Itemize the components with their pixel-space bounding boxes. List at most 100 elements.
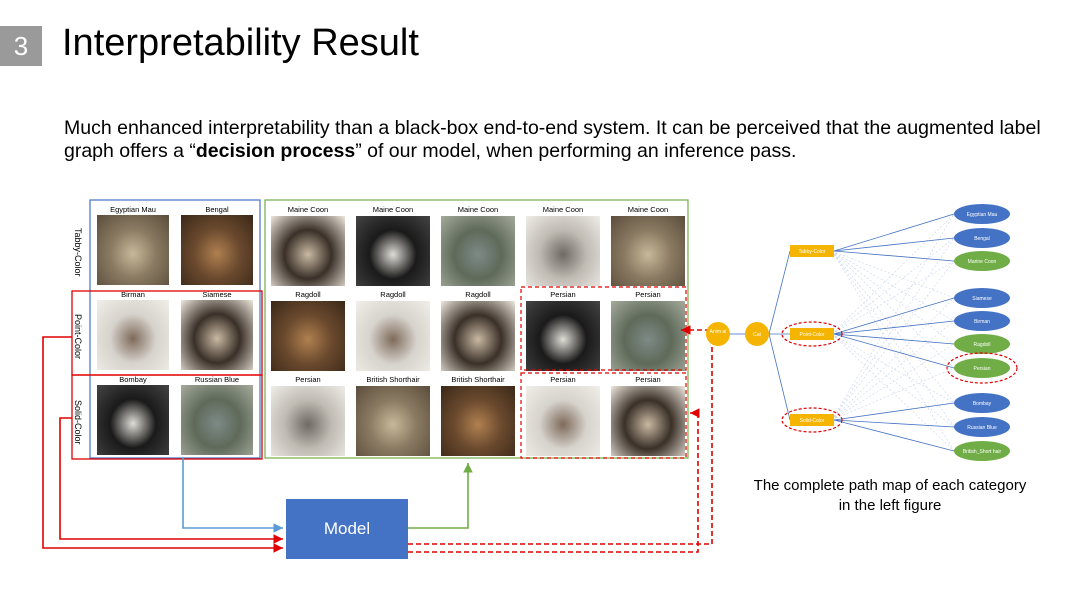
path-link xyxy=(833,250,955,262)
right-grid-cat-photo xyxy=(611,301,685,371)
body-paragraph: Much enhanced interpretability than a bl… xyxy=(64,117,1044,163)
solid-color-highlight xyxy=(71,374,263,460)
color-node-label: Solid-Color xyxy=(800,418,825,424)
right-grid-cat-photo xyxy=(271,216,345,286)
faint-path-link xyxy=(831,333,955,452)
faint-path-link xyxy=(831,250,955,345)
breed-node-label: Egyptian Mau xyxy=(967,212,998,218)
right-grid-cat-photo xyxy=(441,386,515,456)
color-node xyxy=(790,414,834,426)
caption-line-1: The complete path map of each category xyxy=(753,477,1027,494)
breed-node-label: Birman xyxy=(974,319,990,325)
slide-title: Interpretability Result xyxy=(62,22,419,64)
right-grid-label: Ragdoll xyxy=(465,290,491,299)
left-grid-label: Bombay xyxy=(119,375,147,384)
slide-number: 3 xyxy=(0,26,42,66)
right-grid-cat-photo xyxy=(356,216,430,286)
color-node xyxy=(790,245,834,257)
right-grid-label: Maine Coon xyxy=(457,205,499,214)
left-grid-cat-photo xyxy=(97,300,169,370)
breed-node-label: Bengal xyxy=(974,236,990,242)
left-grid-label: Siamese xyxy=(202,290,232,299)
right-grid-cat-photo xyxy=(441,301,515,371)
path-map-caption: The complete path map of each category i… xyxy=(730,476,1050,516)
right-grid-label: Maine Coon xyxy=(627,205,669,214)
feedback-arrow-bottom xyxy=(408,408,700,553)
breed-node xyxy=(954,288,1010,308)
faint-path-link xyxy=(831,333,955,428)
right-grid-label: Maine Coon xyxy=(372,205,414,214)
left-grid-label: Birman xyxy=(121,290,145,299)
right-grid-cat-photo xyxy=(611,386,685,456)
right-grid-label: Ragdoll xyxy=(295,290,321,299)
right-grid-label: Persian xyxy=(295,375,321,384)
right-grid-cat-photo xyxy=(356,301,430,371)
right-grid-cat-photo xyxy=(271,386,345,456)
color-node xyxy=(790,328,834,340)
left-grid-label: Bengal xyxy=(205,205,229,214)
breed-node xyxy=(954,441,1010,461)
faint-path-link xyxy=(831,250,955,404)
animal-node xyxy=(706,322,730,346)
breed-node xyxy=(954,228,1010,248)
path-link xyxy=(833,237,955,252)
breed-node-label: Siamese xyxy=(972,296,992,302)
faint-path-link xyxy=(831,250,955,322)
faint-path-link xyxy=(831,237,955,335)
path-link xyxy=(833,297,955,335)
persian-node-highlight xyxy=(946,352,1018,384)
breed-node-label: Bombay xyxy=(973,401,992,407)
path-link xyxy=(833,213,955,252)
breed-node xyxy=(954,334,1010,354)
output-arrow-green xyxy=(408,463,473,529)
breed-node-label: Ragdoll xyxy=(974,342,991,348)
left-grid-cat-photo xyxy=(181,385,253,455)
faint-path-link xyxy=(831,367,955,421)
feedback-arrow-top xyxy=(408,325,713,545)
right-grid-label: Persian xyxy=(635,375,661,384)
right-grid-label: Maine Coon xyxy=(542,205,584,214)
left-grid-cat-photo xyxy=(97,385,169,455)
right-grid-label: Ragdoll xyxy=(380,290,406,299)
right-grid-cat-photo xyxy=(526,386,600,456)
faint-path-link xyxy=(831,343,955,421)
cat-node-label: Cat xyxy=(753,332,761,338)
right-grid-frame xyxy=(264,199,689,459)
path-link xyxy=(833,402,955,421)
right-grid-label: Persian xyxy=(550,375,576,384)
solid-color-node-highlight xyxy=(781,407,843,433)
model-box: Model xyxy=(286,499,408,559)
left-grid-label: Egyptian Mau xyxy=(110,205,156,214)
faint-path-link xyxy=(831,237,955,421)
breed-node xyxy=(954,393,1010,413)
path-link xyxy=(833,419,955,428)
breed-node-label: British_Short hair xyxy=(963,449,1002,455)
color-node-label: Point-Color xyxy=(799,332,824,338)
path-link xyxy=(768,250,791,335)
faint-path-link xyxy=(831,297,955,421)
faint-path-link xyxy=(831,250,955,299)
input-arrow-point xyxy=(42,336,283,553)
breed-node xyxy=(954,204,1010,224)
left-grid-label: Russian Blue xyxy=(194,375,240,384)
path-link xyxy=(833,333,955,369)
body-text-emphasis: decision process xyxy=(195,140,356,162)
right-grid-label: British Shorthair xyxy=(451,375,505,384)
faint-path-link xyxy=(831,213,955,335)
breed-node-label: Persian xyxy=(974,366,991,372)
left-grid-cat-photo xyxy=(97,215,169,285)
breed-node xyxy=(954,417,1010,437)
body-text-end: ” of our model, when performing an infer… xyxy=(355,140,797,162)
body-text-start: Much enhanced interpretability than a bl… xyxy=(64,117,1041,162)
faint-path-link xyxy=(831,260,955,421)
right-grid-cat-photo xyxy=(356,386,430,456)
right-grid-cat-photo xyxy=(271,301,345,371)
persian-highlight-top xyxy=(520,286,687,371)
animal-node-label: Anim al xyxy=(710,329,727,335)
path-link xyxy=(768,333,791,421)
breed-node xyxy=(954,251,1010,271)
right-grid-cat-photo xyxy=(611,216,685,286)
left-grid-cat-photo xyxy=(181,300,253,370)
right-grid-cat-photo xyxy=(526,216,600,286)
path-link xyxy=(833,333,955,345)
